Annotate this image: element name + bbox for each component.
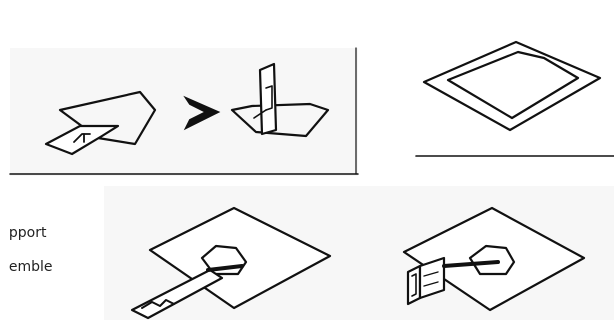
- figure-flat-base: [414, 14, 614, 158]
- upright-support-side: [418, 256, 446, 300]
- upright-support-front: [406, 264, 422, 306]
- caption-line-2: emble: [8, 259, 53, 275]
- figure-strip-through-slot: [104, 186, 358, 320]
- base-inner-outline: [446, 50, 580, 120]
- chevron-right-icon: [183, 95, 221, 131]
- caption-line-1: pport: [8, 225, 47, 241]
- slot-cutout-2: [468, 244, 516, 276]
- base-piece-right: [230, 102, 330, 138]
- upright-tab: [258, 62, 278, 136]
- strip: [130, 268, 224, 320]
- figure-tab-fold-sequence: [9, 47, 359, 176]
- figure-caption: pport emble: [0, 208, 53, 276]
- figure-upright-support: [358, 186, 614, 320]
- tab-strip-left: [44, 124, 120, 156]
